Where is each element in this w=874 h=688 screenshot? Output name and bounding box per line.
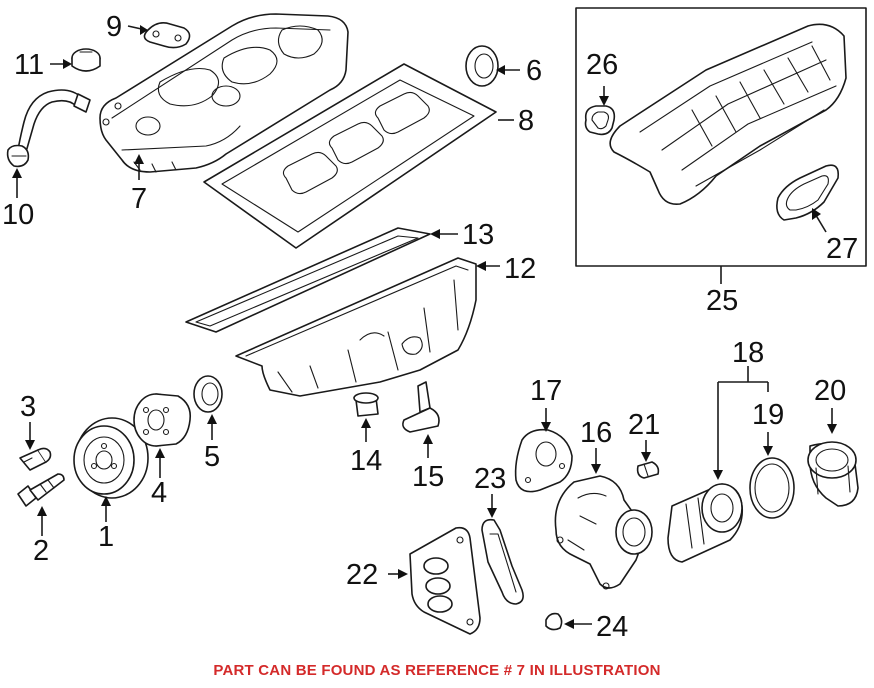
callout-12: 12: [504, 253, 536, 285]
part-9-gasket: [143, 22, 191, 49]
callout-3: 3: [20, 391, 36, 423]
part-27-gasket: [776, 164, 840, 221]
part-20-filter-cap: [807, 441, 859, 507]
callout-25: 25: [706, 285, 738, 317]
part-21-sensor: [636, 461, 660, 479]
callout-15: 15: [412, 461, 444, 493]
callout-14: 14: [350, 445, 382, 477]
footer-note: PART CAN BE FOUND AS REFERENCE # 7 IN IL…: [213, 662, 661, 679]
part-23-gasket: [481, 518, 524, 605]
part-3-bolt: [19, 447, 52, 471]
callout-18: 18: [732, 337, 764, 369]
callout-1: 1: [98, 521, 114, 553]
part-14-drain-plug: [353, 392, 379, 417]
part-17-water-neck: [514, 428, 573, 493]
part-4-hub: [133, 393, 192, 447]
part-16-filter-housing: [554, 475, 653, 590]
part-5-seal: [193, 375, 223, 413]
callout-17: 17: [530, 375, 562, 407]
leader-lines: [12, 25, 837, 629]
callout-2: 2: [33, 535, 49, 567]
part-8-gasket: [203, 63, 497, 249]
callout-16: 16: [580, 417, 612, 449]
callout-7: 7: [131, 183, 147, 215]
callout-6: 6: [526, 55, 542, 87]
part-10-breather-hose: [6, 89, 91, 168]
callout-24: 24: [596, 611, 628, 643]
callout-23: 23: [474, 463, 506, 495]
callout-26: 26: [586, 49, 618, 81]
part-24-plug: [545, 612, 563, 631]
part-15-sensor: [402, 381, 440, 433]
part-12-oil-pan: [235, 257, 477, 397]
part-19-o-ring: [749, 457, 795, 519]
callout-22: 22: [346, 559, 378, 591]
callout-10: 10: [2, 199, 34, 231]
callout-13: 13: [462, 219, 494, 251]
callout-27: 27: [826, 233, 858, 265]
part-22-oil-cooler: [409, 526, 481, 635]
part-1-pulley: [73, 417, 149, 499]
part-7-valve-cover: [99, 13, 349, 173]
callout-21: 21: [628, 409, 660, 441]
part-11-oil-cap: [71, 48, 101, 72]
part-25-intake-manifold: [609, 23, 847, 206]
callout-11: 11: [14, 49, 44, 81]
callout-20: 20: [814, 375, 846, 407]
callout-numbers: 9 11 10 7 6 8 13 12 26 27 25 3 2 1 4 5 1…: [2, 11, 858, 643]
callout-4: 4: [151, 477, 167, 509]
part-6-seal: [465, 45, 499, 87]
callout-19: 19: [752, 399, 784, 431]
callout-9: 9: [106, 11, 122, 43]
callout-5: 5: [204, 441, 220, 473]
part-18-oil-filter: [667, 483, 744, 563]
part-2-bolt: [17, 473, 65, 507]
part-26-seal: [584, 105, 616, 136]
callout-8: 8: [518, 105, 534, 137]
